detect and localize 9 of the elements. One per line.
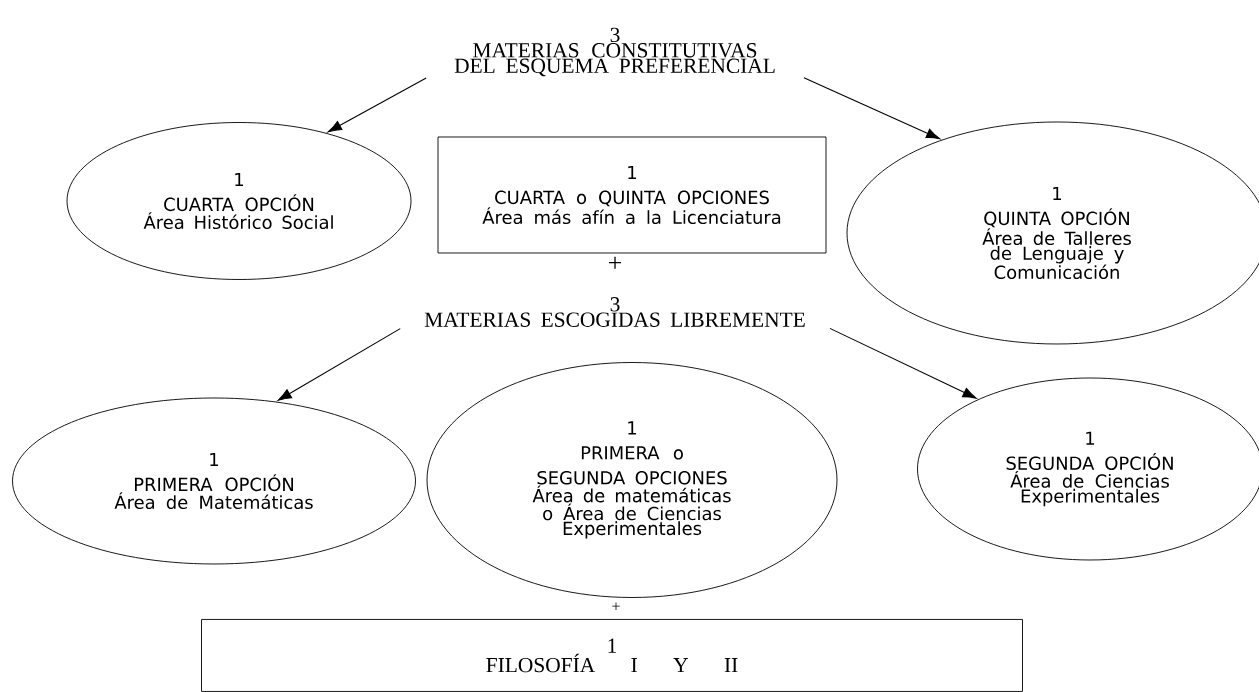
arrow [277, 328, 401, 401]
arrow [829, 327, 977, 399]
option-box: 1 CUARTA o QUINTA OPCIONES Área más afín a la Licenciatura [437, 136, 827, 254]
subject-box: 1 FILOSOFÍA I Y II [201, 619, 1023, 692]
plus-sign: + [612, 602, 620, 610]
heading-text: 3 MATERIAS ESCOGIDAS LIBREMENTE [424, 297, 805, 327]
heading-text: 3 MATERIAS CONSTITUTIVAS DEL ESQUEMA PREFERENCIAL [454, 27, 775, 77]
arrow [803, 77, 941, 140]
arrow [327, 77, 427, 133]
